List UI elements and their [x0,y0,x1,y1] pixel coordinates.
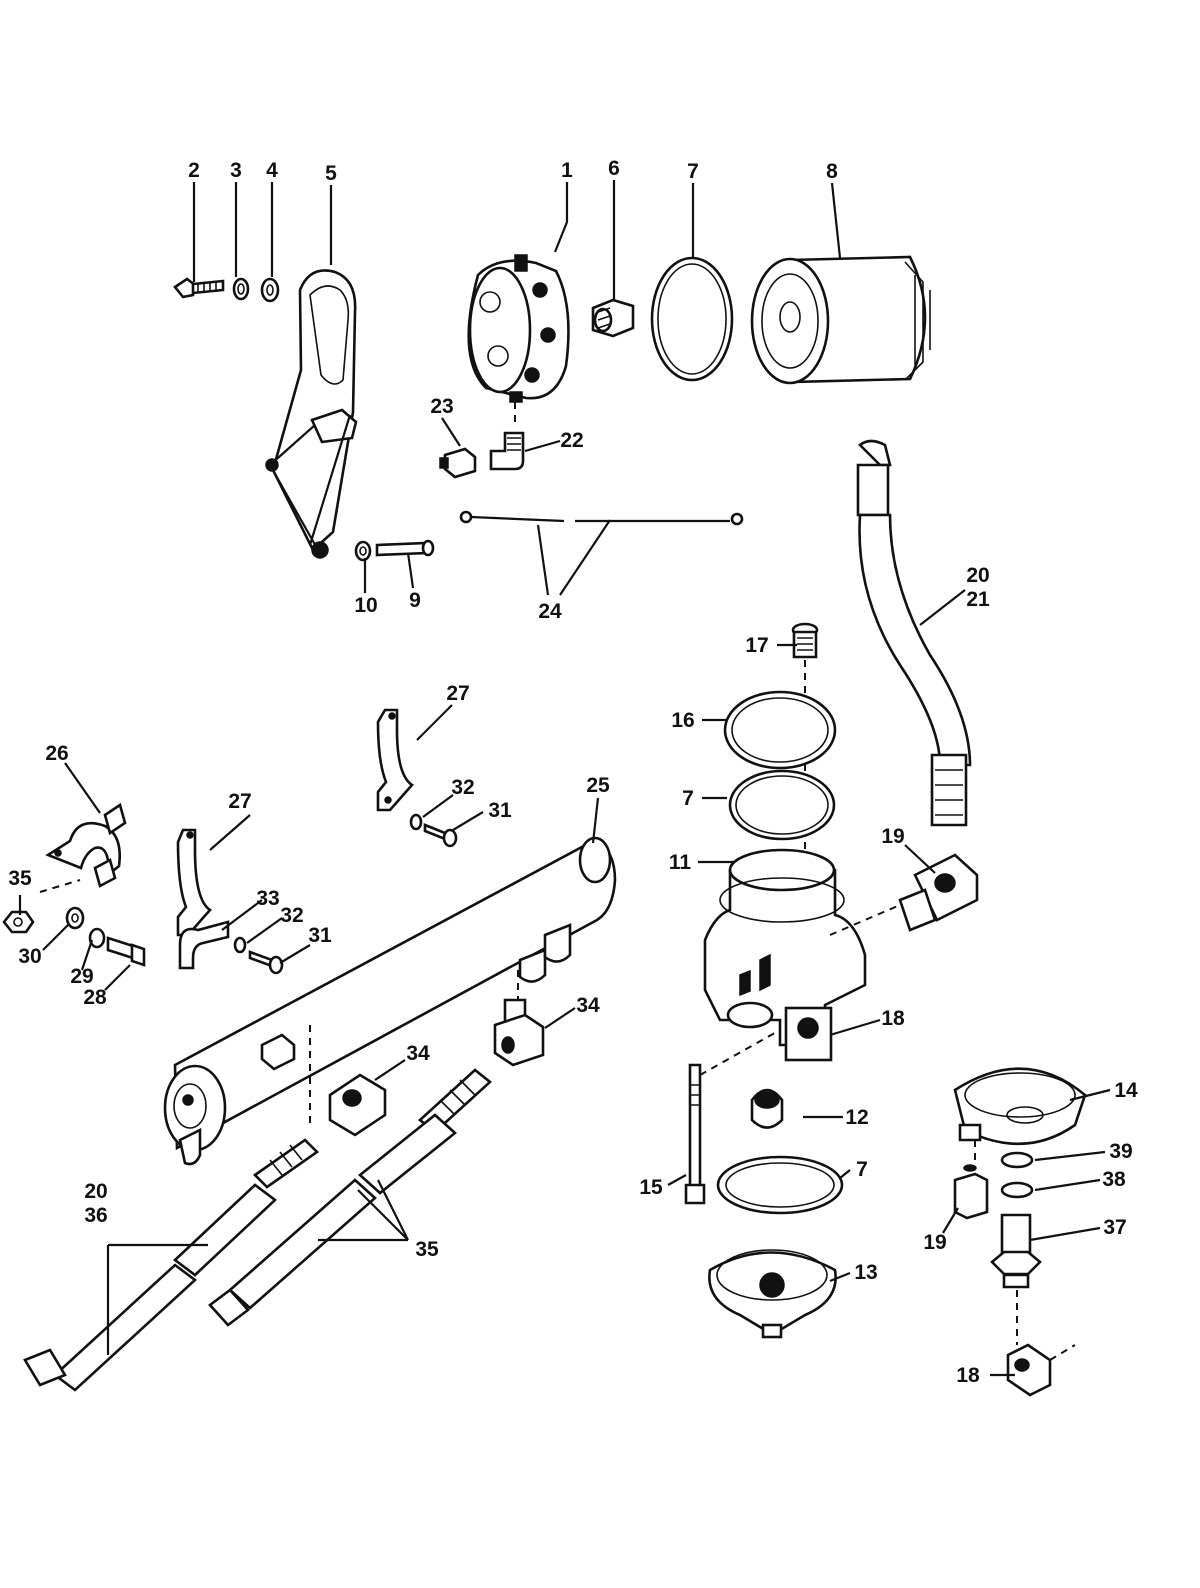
bolt-2 [173,277,225,299]
callout-20-right: 20 [966,564,989,587]
bracket-5 [265,269,358,559]
callout-34-right: 34 [576,994,600,1017]
elbow-22 [489,431,525,471]
callout-31-top: 31 [488,799,512,822]
fitting-18-lower [1006,1343,1052,1397]
hose-20-36 [23,1138,320,1392]
clamp-27-top [376,708,414,812]
callout-4: 4 [266,159,278,182]
screen-17 [791,622,819,659]
callout-23: 23 [430,395,453,418]
callout-10: 10 [354,594,377,617]
leader-lines [18,180,1111,1377]
bolt-15 [684,1063,706,1205]
fitting-19-right [898,853,979,932]
callout-18-mount: 18 [881,1007,905,1030]
o-ring-7-lower [716,1155,844,1215]
washer-30 [65,906,85,930]
callout-27-mid: 27 [228,790,251,813]
washer-4 [260,277,280,303]
callout-32-top: 32 [451,776,474,799]
filter-adapter-1 [467,254,570,403]
o-ring-39 [1000,1151,1034,1169]
callout-32-mid: 32 [280,904,303,927]
screw-31-mid [248,950,284,975]
callout-7-top: 7 [687,160,699,183]
o-ring-7-top [650,256,734,382]
callout-18-lower: 18 [956,1364,980,1387]
callout-35-hose: 35 [415,1238,439,1261]
washer-3 [232,277,250,301]
oil-filter-8 [750,255,931,385]
o-ring-7-mid [728,769,836,841]
callout-14: 14 [1114,1079,1138,1102]
callout-9: 9 [409,589,421,612]
nut-35 [2,910,35,934]
callout-1: 1 [561,159,573,182]
hose-20-21 [856,439,972,827]
callout-17: 17 [745,634,768,657]
o-ring-16 [723,690,837,770]
washer-32-top [409,813,423,831]
callout-36: 36 [84,1204,107,1227]
callout-30: 30 [18,945,41,968]
fitting-6 [591,298,635,338]
callout-27-top: 27 [446,682,469,705]
pin-9 [375,539,435,557]
fitting-19-lower [953,1164,989,1220]
callout-13: 13 [854,1261,877,1284]
clamp-26 [45,802,127,888]
callout-34-left: 34 [406,1042,430,1065]
screw-31-top [423,823,458,848]
lockwasher-29 [88,927,106,949]
callout-22: 22 [560,429,583,452]
clip-33 [178,920,230,970]
callout-15: 15 [639,1176,663,1199]
bolt-28 [106,936,146,967]
adapter-14 [953,1067,1087,1146]
callout-12: 12 [845,1106,868,1129]
callout-6: 6 [608,157,620,180]
callout-31-mid: 31 [308,924,332,947]
callout-2: 2 [188,159,200,182]
o-ring-38 [1000,1181,1034,1199]
clamp-27-mid [176,828,212,937]
callout-16: 16 [671,709,694,732]
callout-19-lower: 19 [923,1231,946,1254]
cooler-25 [163,836,617,1166]
callout-8: 8 [826,160,838,183]
washer-10 [354,540,372,562]
callout-7-mid: 7 [682,787,694,810]
callout-29: 29 [70,965,93,988]
callout-38: 38 [1102,1168,1126,1191]
wire-24 [459,510,744,526]
cover-13 [708,1249,837,1339]
nipple-37 [990,1213,1042,1289]
callout-24: 24 [538,600,562,623]
callout-25: 25 [586,774,610,797]
callout-11: 11 [669,851,692,874]
callout-21: 21 [966,588,990,611]
callout-33: 33 [256,887,279,910]
callout-28: 28 [83,986,107,1009]
callout-35-nut: 35 [8,867,32,890]
filter-mount-11 [703,848,867,1062]
callout-5: 5 [325,162,337,185]
callout-19-right: 19 [881,825,904,848]
fitting-34-left [328,1073,387,1137]
plug-12 [750,1088,784,1129]
callout-39: 39 [1109,1140,1132,1163]
callout-37: 37 [1103,1216,1126,1239]
fitting-34-right [493,998,545,1067]
sender-23 [439,447,477,479]
hose-35 [208,1068,493,1327]
callout-7-lower: 7 [856,1158,868,1181]
callout-26: 26 [45,742,68,765]
callout-20-left: 20 [84,1180,107,1203]
callout-labels: 2 3 4 5 1 6 7 8 23 22 24 10 9 20 21 17 1… [8,157,1138,1387]
callout-3: 3 [230,159,242,182]
washer-32-mid [233,936,247,954]
